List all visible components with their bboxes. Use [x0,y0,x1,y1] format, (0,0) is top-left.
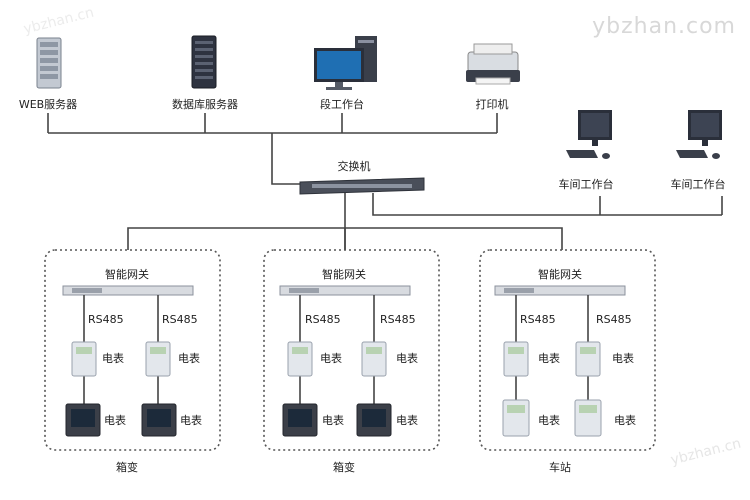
group-1-meter-2-label: 电表 [178,351,200,365]
switch-icon [299,177,425,195]
group-3-meter-2-label: 电表 [612,351,634,365]
group-1-gateway-label: 智能网关 [105,267,149,281]
group-3-meter-2-icon [575,341,601,377]
group-3-name: 车站 [549,460,571,474]
group-2-gateway-label: 智能网关 [322,267,366,281]
group-2-meter-4-label: 电表 [396,413,418,427]
group-1-name: 箱变 [116,460,138,474]
group-3-meter-4-icon [574,399,602,437]
group-1-meter-2-icon [145,341,171,377]
group-3-rs485-label-1: RS485 [520,313,556,326]
group-1-meter-4-label: 电表 [180,413,202,427]
group-1-gateway-icon [62,285,194,296]
web-server-label: WEB服务器 [19,98,77,111]
workshop-station-1-label: 车间工作台 [559,177,614,191]
group-3-gateway-label: 智能网关 [538,267,582,281]
connection-lines [47,113,723,250]
group-2-meter-3-icon [282,403,318,437]
group-2-meter-2-label: 电表 [396,351,418,365]
group-2-rs485-label-2: RS485 [380,313,416,326]
group-1: 智能网关 RS485 RS485 电表 电表 电表 电表 箱变 [44,249,221,474]
group-2-meter-2-icon [361,341,387,377]
group-3-meter-4-label: 电表 [614,413,636,427]
web-server-icon [36,37,62,89]
group-3-meter-3-icon [502,399,530,437]
group-3-meter-3-label: 电表 [538,413,560,427]
group-1-rs485-label-2: RS485 [162,313,198,326]
group-1-meter-1-label: 电表 [102,351,124,365]
group-3-meter-1-label: 电表 [538,351,560,365]
group-1-meter-1-icon [71,341,97,377]
group-1-rs485-label-1: RS485 [88,313,124,326]
group-1-meter-4-icon [141,403,177,437]
switch-to-workshop-line [372,193,722,216]
group-3-gateway-icon [494,285,626,296]
group-2-rs485-label-1: RS485 [305,313,341,326]
workshop-station-1-icon [566,110,612,159]
section-workstation-label: 段工作台 [320,97,364,111]
group-2-meter-3-label: 电表 [322,413,344,427]
workshop-station-2-icon [676,110,722,159]
group-1-meter-3-label: 电表 [104,413,126,427]
workshop-station-2-label: 车间工作台 [671,177,726,191]
switch-label: 交换机 [338,159,371,173]
group-2-gateway-icon [279,285,411,296]
bus-to-switch-line [271,133,300,185]
group-3-meter-1-icon [503,341,529,377]
group-2-meter-1-label: 电表 [320,351,342,365]
group-3: 智能网关 RS485 RS485 电表 电表 电表 电表 车站 [479,249,656,474]
section-workstation-icon [314,36,377,90]
group-2-name: 箱变 [333,460,355,474]
group-2-border [263,249,440,451]
group-2-meter-1-icon [287,341,313,377]
db-server-icon [191,35,217,89]
group-2: 智能网关 RS485 RS485 电表 电表 电表 电表 箱变 [263,249,440,474]
group-3-rs485-label-2: RS485 [596,313,632,326]
printer-label: 打印机 [476,97,509,111]
group-3-border [479,249,656,451]
db-server-label: 数据库服务器 [172,97,238,111]
group-1-meter-3-icon [65,403,101,437]
group-2-meter-4-icon [356,403,392,437]
group-1-border [44,249,221,451]
printer-icon [466,43,520,85]
